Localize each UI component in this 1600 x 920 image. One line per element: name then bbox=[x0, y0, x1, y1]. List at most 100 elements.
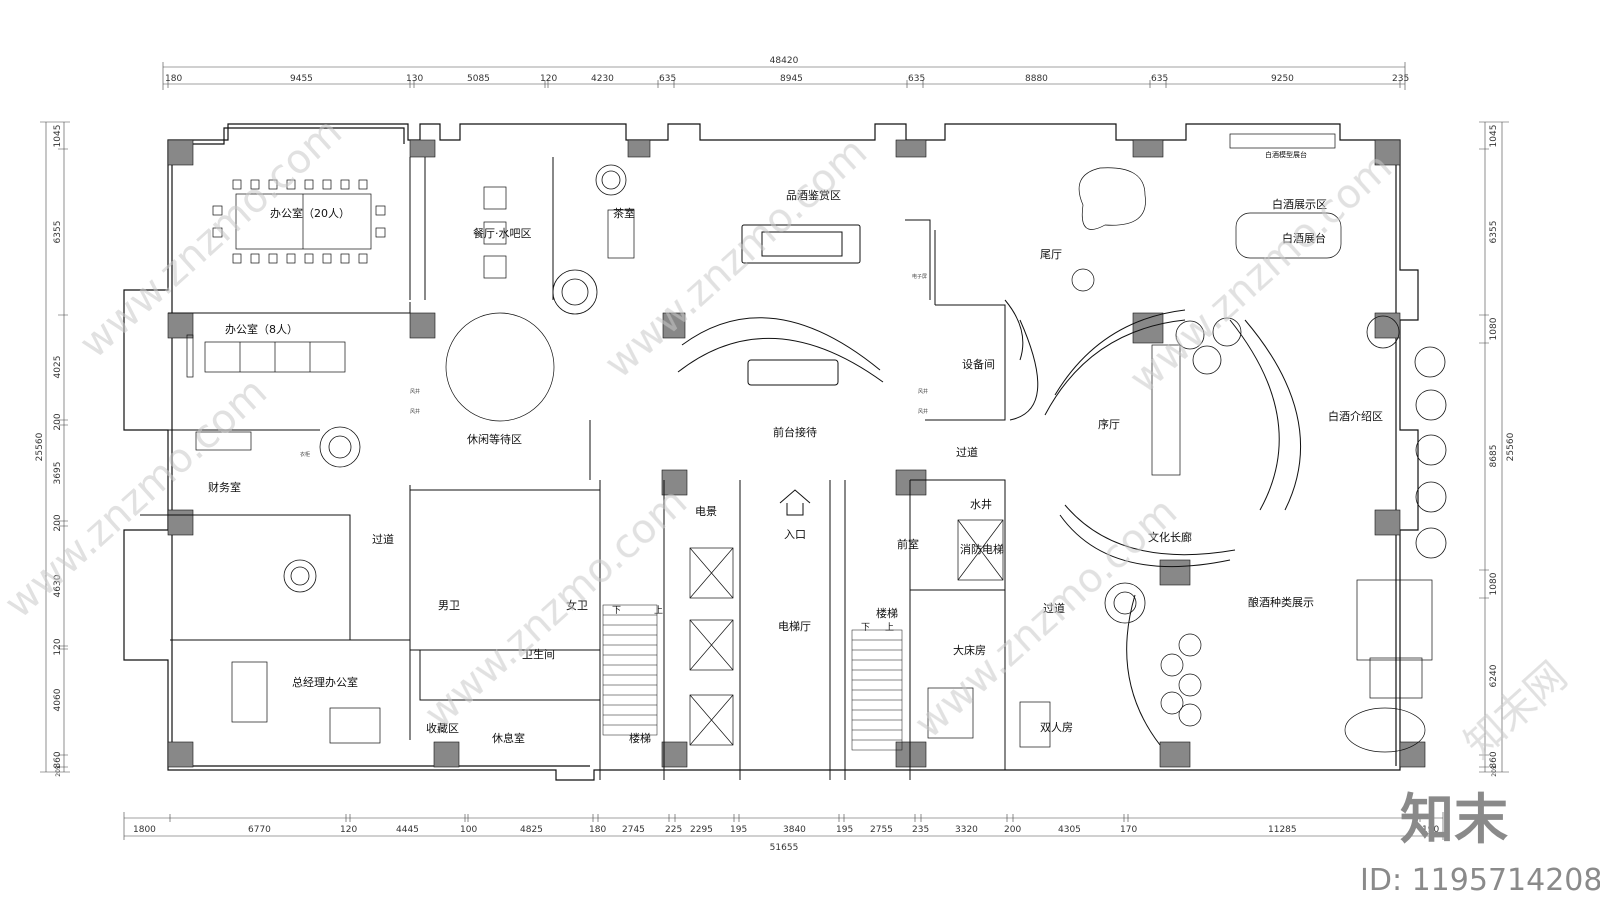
interior-walls bbox=[140, 157, 1039, 780]
label-baijiu-stage: 白酒展台 bbox=[1282, 231, 1326, 245]
watermark-site-3: www.znzmo.com bbox=[1121, 144, 1401, 403]
label-elevator-hall: 电梯厅 bbox=[778, 620, 811, 633]
dim-left-9: 4060 bbox=[53, 688, 63, 711]
dim-right-3: 1080 bbox=[1489, 317, 1499, 340]
dim-right-2: 6355 bbox=[1489, 221, 1499, 244]
label-mens-restroom: 男卫 bbox=[438, 599, 460, 612]
dim-top-5: 120 bbox=[540, 74, 557, 84]
dim-left-4: 200 bbox=[53, 413, 63, 430]
label-front-room: 前室 bbox=[897, 537, 919, 551]
dim-right-8: 205 bbox=[1491, 765, 1498, 777]
label-fire-elevator: 消防电梯 bbox=[960, 542, 1004, 556]
label-equipment-room: 设备间 bbox=[962, 357, 995, 371]
label-baijiu-intro: 白酒介绍区 bbox=[1328, 409, 1383, 423]
label-rest-room: 休息室 bbox=[492, 731, 525, 745]
dim-top-11: 635 bbox=[1151, 74, 1168, 84]
dim-bot-11: 195 bbox=[730, 825, 747, 835]
label-water-well: 水井 bbox=[970, 497, 992, 511]
label-stair-a-up: 上 bbox=[654, 605, 663, 616]
label-office-20: 办公室（20人） bbox=[270, 206, 350, 220]
dim-bot-7: 180 bbox=[589, 825, 606, 835]
small-tags: 电子屏 风井 风井 风井 风井 衣柜 bbox=[300, 273, 928, 458]
label-stair-a-down: 下 bbox=[612, 606, 621, 616]
label-king-room: 大床房 bbox=[953, 643, 986, 657]
dim-right-6: 6240 bbox=[1489, 664, 1499, 687]
dim-top-9: 635 bbox=[908, 74, 925, 84]
dim-left-1: 1045 bbox=[53, 125, 63, 148]
dim-top-4: 5085 bbox=[467, 74, 490, 84]
tag-shaft-4: 风井 bbox=[410, 408, 420, 415]
label-office-8: 办公室（8人） bbox=[225, 322, 298, 336]
dim-left-10: 860 bbox=[53, 751, 63, 768]
planter-trees bbox=[283, 164, 1447, 624]
dim-right-1: 1045 bbox=[1489, 125, 1499, 148]
dim-bot-15: 235 bbox=[912, 825, 929, 835]
curved-walls bbox=[677, 224, 1302, 746]
dim-right-total: 25560 bbox=[1506, 432, 1516, 461]
dim-bot-8: 2745 bbox=[622, 825, 645, 835]
room-labels: 办公室（20人） 餐厅·水吧区 茶室 品酒鉴赏区 尾厅 白酒展示区 白酒展台 白… bbox=[208, 150, 1383, 745]
dim-right-7: 860 bbox=[1489, 751, 1499, 768]
label-stair-a: 楼梯 bbox=[629, 731, 651, 745]
dim-bot-4: 4445 bbox=[396, 825, 419, 835]
dimension-labels: 48420 180 9455 130 5085 120 4230 635 894… bbox=[35, 56, 1516, 853]
dim-bot-17: 200 bbox=[1004, 825, 1021, 835]
dim-bot-13: 195 bbox=[836, 825, 853, 835]
dim-left-11: 205 bbox=[55, 765, 62, 777]
dim-top-3: 130 bbox=[406, 74, 423, 84]
furniture bbox=[186, 133, 1433, 753]
dim-bot-1: 1800 bbox=[133, 825, 156, 835]
watermark-cn: 知末网 bbox=[1456, 653, 1576, 767]
brand-logo: 知末 bbox=[1400, 788, 1508, 851]
dim-right-4: 8685 bbox=[1489, 445, 1499, 468]
dim-right-5: 1080 bbox=[1489, 572, 1499, 595]
structural-columns bbox=[167, 139, 1426, 768]
label-reception: 前台接待 bbox=[773, 425, 817, 439]
label-stair-b-down: 下 bbox=[861, 623, 870, 633]
label-tea-room: 茶室 bbox=[613, 206, 635, 220]
label-stair-b: 楼梯 bbox=[876, 606, 898, 620]
label-finance: 财务室 bbox=[208, 480, 241, 494]
dim-bot-9: 225 bbox=[665, 825, 682, 835]
label-culture-corridor: 文化长廊 bbox=[1148, 530, 1192, 544]
tag-shaft-3: 风井 bbox=[410, 388, 420, 395]
dim-top-2: 9455 bbox=[290, 74, 313, 84]
dim-left-7: 4630 bbox=[53, 574, 63, 597]
label-gm-office: 总经理办公室 bbox=[292, 675, 358, 689]
dim-top-13: 235 bbox=[1392, 74, 1409, 84]
label-womens-restroom: 女卫 bbox=[566, 598, 588, 612]
label-foyer: 序厅 bbox=[1098, 417, 1120, 431]
dim-bot-3: 120 bbox=[340, 825, 357, 835]
label-tasting-area: 品酒鉴赏区 bbox=[786, 189, 841, 202]
label-lounge: 休闲等待区 bbox=[467, 432, 522, 446]
label-baijiu-model: 白酒模型展台 bbox=[1265, 150, 1307, 159]
dim-top-6: 4230 bbox=[591, 74, 614, 84]
label-twin-room: 双人房 bbox=[1040, 721, 1073, 734]
label-corridor-c: 过道 bbox=[1043, 601, 1065, 615]
dim-top-1: 180 bbox=[165, 74, 182, 84]
dim-bot-5: 100 bbox=[460, 825, 477, 835]
label-electric-shaft: 电景 bbox=[695, 505, 717, 518]
watermark-site-2: www.znzmo.com bbox=[596, 129, 876, 388]
tag-wardrobe: 衣柜 bbox=[300, 451, 310, 458]
dim-bot-16: 3320 bbox=[955, 825, 978, 835]
dim-bot-21: 190 bbox=[1422, 825, 1439, 835]
dim-bot-20: 11285 bbox=[1268, 825, 1297, 835]
dim-bot-19: 170 bbox=[1120, 825, 1137, 835]
dim-left-3: 4025 bbox=[53, 356, 63, 379]
dim-left-5: 3695 bbox=[53, 462, 63, 485]
dimension-lines bbox=[40, 62, 1509, 840]
tag-shaft-1: 风井 bbox=[918, 388, 928, 395]
dim-top-12: 9250 bbox=[1271, 74, 1294, 84]
tag-shaft-2: 风井 bbox=[918, 408, 928, 415]
dim-bot-10: 2295 bbox=[690, 825, 713, 835]
dim-bot-12: 3840 bbox=[783, 825, 806, 835]
dim-top-7: 635 bbox=[659, 74, 676, 84]
label-stair-b-up: 上 bbox=[885, 622, 894, 633]
image-id: ID: 1195714208 bbox=[1360, 863, 1600, 898]
dim-bottom-total: 51655 bbox=[770, 843, 799, 853]
watermark-site-4: www.znzmo.com bbox=[0, 369, 276, 628]
dim-top-8: 8945 bbox=[780, 74, 803, 84]
label-corridor-b: 过道 bbox=[956, 445, 978, 459]
label-corridor-a: 过道 bbox=[372, 532, 394, 546]
